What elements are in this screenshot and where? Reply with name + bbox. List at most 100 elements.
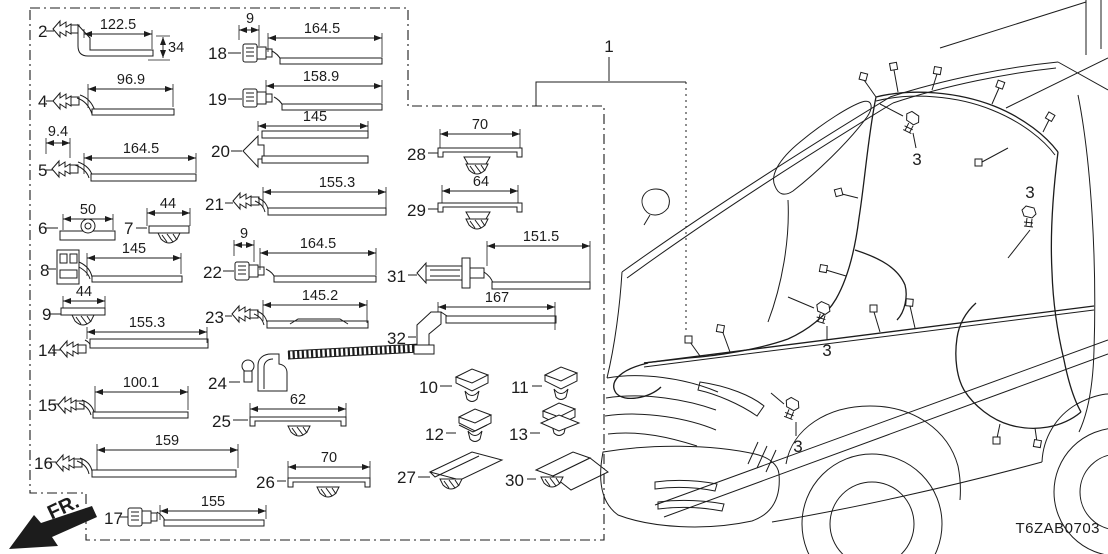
part-2: 2 122.5 34	[38, 17, 184, 61]
part-25: 25 62	[212, 392, 347, 437]
part-14-label: 14	[38, 341, 57, 360]
part-27-label: 27	[397, 468, 416, 487]
part-22-label: 22	[203, 263, 222, 282]
part-29-label: 29	[407, 201, 426, 220]
part-4-label: 4	[38, 92, 47, 111]
part-15-dim: 100.1	[123, 375, 159, 391]
part-30-label: 30	[505, 471, 524, 490]
part-18: 18 9 164.5	[208, 11, 383, 65]
part-7: 7 44	[124, 196, 191, 244]
part-22-dim-a: 9	[240, 226, 248, 242]
t-clip-icon	[437, 202, 523, 230]
part-18-label: 18	[208, 44, 227, 63]
bolt-callout-2: 3	[1007, 183, 1037, 259]
part-14: 14 155.3	[38, 315, 209, 360]
part-8-label: 8	[40, 261, 49, 280]
part-10: 10	[419, 368, 489, 402]
part-code: T6ZAB0703	[1015, 520, 1100, 537]
part-5-dim-a: 9.4	[48, 124, 68, 140]
part-15-label: 15	[38, 396, 57, 415]
part-22: 22 9 164.5	[203, 226, 377, 283]
bolt-icon	[900, 109, 922, 136]
angled-clip-icon	[534, 451, 609, 491]
part-31-dim: 151.5	[523, 229, 559, 245]
part-31-label: 31	[387, 267, 406, 286]
part-32-dim: 167	[485, 290, 509, 306]
part-7-label: 7	[124, 219, 133, 238]
detail-area-boundary	[29, 7, 605, 541]
part-18-dim-a: 9	[246, 11, 254, 27]
part-23: 23 145.2	[205, 288, 369, 329]
part-29: 29 64	[407, 174, 523, 230]
part-32-label: 32	[387, 329, 406, 348]
part-25-dim: 62	[290, 392, 306, 408]
part-16-label: 16	[34, 454, 53, 473]
callout-3-label: 3	[793, 437, 802, 456]
part-13-label: 13	[509, 425, 528, 444]
part-23-dim: 145.2	[302, 288, 338, 304]
part-2-dim-w: 122.5	[100, 17, 136, 33]
part-26: 26 70	[256, 450, 371, 498]
harness-connectors	[684, 61, 1056, 449]
callout-3-label: 3	[912, 150, 921, 169]
bolt-callout-3: 3	[787, 296, 832, 360]
part-19-dim: 158.9	[303, 69, 339, 85]
part-28: 28 70	[407, 117, 523, 175]
callout-3-label: 3	[822, 341, 831, 360]
part-9: 9 44	[42, 284, 106, 326]
part-26-dim: 70	[321, 450, 337, 466]
clip-icon	[51, 160, 79, 178]
part-24: 24	[208, 343, 421, 393]
part-15: 15 100.1	[38, 375, 189, 419]
bolt-icon	[813, 300, 832, 325]
part-14-dim: 155.3	[129, 315, 165, 331]
part-6-label: 6	[38, 219, 47, 238]
part-6: 6 50	[38, 202, 116, 241]
clip-icon	[60, 307, 106, 326]
plug-clip-icon	[242, 88, 273, 108]
part-23-label: 23	[205, 308, 224, 327]
part-24-label: 24	[208, 374, 227, 393]
callout-1-label: 1	[604, 37, 613, 56]
part-10-label: 10	[419, 378, 438, 397]
part-21-label: 21	[205, 195, 224, 214]
plug-clip-icon	[127, 507, 158, 527]
part-16-dim: 159	[155, 433, 179, 449]
part-5-label: 5	[38, 161, 47, 180]
bolt-callout-1: 3	[879, 103, 922, 169]
part-32: 32 167	[387, 290, 557, 355]
part-11: 11	[511, 366, 578, 400]
clip-icon	[55, 454, 83, 472]
part-5-dim: 164.5	[123, 141, 159, 157]
part-21-dim: 155.3	[319, 175, 355, 191]
part-12: 12	[425, 408, 492, 444]
part-11-label: 11	[511, 378, 529, 397]
part-5: 5 9.4 164.5	[38, 124, 197, 182]
part-4-dim: 96.9	[117, 72, 145, 88]
l-bracket-clip-icon	[413, 311, 442, 355]
part-28-dim: 70	[472, 117, 488, 133]
bolt-icon	[1021, 205, 1037, 228]
callout-1: 1	[535, 37, 687, 330]
floor-harness-drawing	[613, 61, 1095, 449]
clip-icon	[52, 92, 80, 110]
t-clip-icon	[287, 477, 371, 498]
angled-clip-icon	[428, 451, 504, 490]
part-26-label: 26	[256, 473, 275, 492]
part-20: 20 145	[211, 109, 369, 169]
part-21: 21 155.3	[205, 175, 387, 216]
cable-tie-clip-icon	[241, 343, 421, 392]
connector-block-icon	[56, 249, 80, 285]
part-17-dim: 155	[201, 494, 225, 510]
part-25-label: 25	[212, 412, 231, 431]
pin-clip-icon	[416, 257, 485, 289]
fr-direction-arrow: FR.	[9, 491, 97, 549]
part-19: 19 158.9	[208, 69, 383, 111]
part-29-dim: 64	[473, 174, 489, 190]
t-clip-icon	[437, 147, 523, 175]
part-16: 16 159	[34, 433, 239, 478]
part-2-label: 2	[38, 22, 47, 41]
clip-icon	[148, 225, 190, 244]
part-13: 13	[509, 402, 581, 444]
